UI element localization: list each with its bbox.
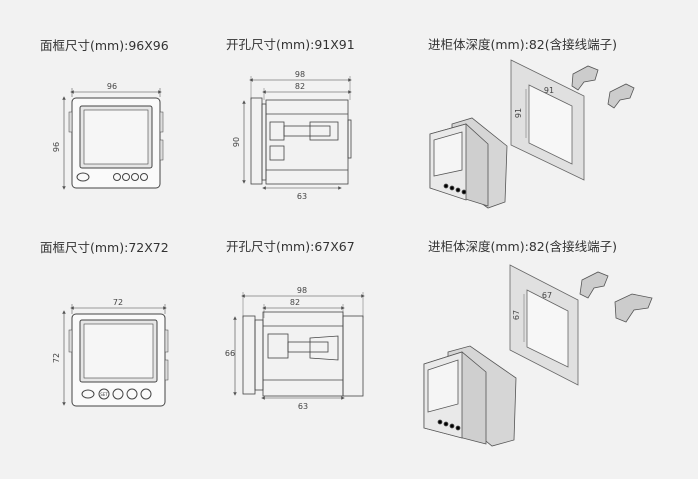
side-bottom-label-2: 63 — [298, 402, 308, 411]
front-width-label-1: 96 — [107, 82, 117, 91]
panel-size-title-2: 面框尺寸(mm):72X72 — [40, 240, 169, 255]
cutout-size-title-1: 开孔尺寸(mm):91X91 — [226, 37, 355, 52]
meter-iso-1 — [429, 117, 508, 209]
meter-iso-2 — [423, 345, 517, 447]
side-depth-label-1: 82 — [295, 82, 305, 91]
cutout-size-title-2: 开孔尺寸(mm):67X67 — [226, 239, 355, 254]
depth-title-1: 进柜体深度(mm):82(含接线端子) — [428, 37, 617, 52]
panel-plate-1 — [510, 59, 585, 181]
front-height-label-2: 72 — [52, 353, 61, 363]
panel-size-title-1: 面框尺寸(mm):96X96 — [40, 38, 169, 53]
front-view-72 — [62, 304, 169, 407]
side-bottom-label-1: 63 — [297, 192, 307, 201]
panel-plate-2 — [509, 264, 579, 386]
mounting-clips-2 — [579, 271, 653, 323]
front-view-96 — [62, 88, 164, 190]
front-height-label-1: 96 — [52, 142, 61, 152]
front-width-label-2: 72 — [113, 298, 123, 307]
cutout-width-label-1: 91 — [544, 86, 554, 95]
side-view-1 — [242, 76, 352, 190]
mounting-clips-1 — [571, 65, 635, 109]
cutout-height-label-1: 91 — [514, 108, 523, 118]
set-button-label: SET — [100, 392, 108, 397]
side-total-label-2: 98 — [297, 286, 307, 295]
side-depth-label-2: 82 — [290, 298, 300, 307]
cutout-width-label-2: 67 — [542, 291, 552, 300]
side-total-label-1: 98 — [295, 70, 305, 79]
side-height-label-2: 66 — [225, 349, 235, 358]
side-view-2 — [233, 292, 365, 400]
depth-title-2: 进柜体深度(mm):82(含接线端子) — [428, 239, 617, 254]
side-height-label-1: 90 — [232, 137, 241, 147]
cutout-height-label-2: 67 — [512, 310, 521, 320]
